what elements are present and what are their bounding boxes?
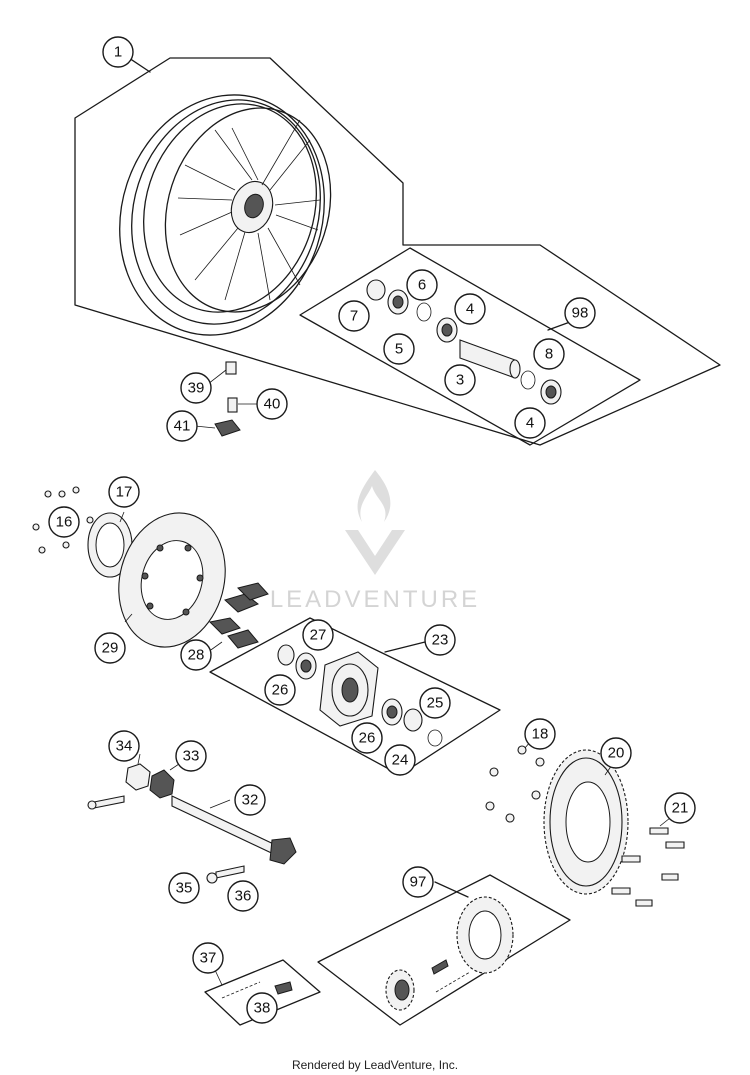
callout-39[interactable]: 39 [180,372,212,404]
callout-35[interactable]: 35 [168,872,200,904]
callout-40[interactable]: 40 [256,388,288,420]
svg-text:5: 5 [395,341,403,358]
callout-25[interactable]: 25 [419,687,451,719]
svg-text:34: 34 [116,738,133,755]
callout-98[interactable]: 98 [564,297,596,329]
svg-text:26: 26 [272,682,289,699]
hub-bearings [366,279,562,405]
bearing-group-outline [299,247,641,446]
svg-text:39: 39 [188,380,205,397]
svg-text:8: 8 [545,346,553,363]
callout-33[interactable]: 33 [175,740,207,772]
svg-text:40: 40 [264,396,281,413]
brake-disc [118,512,226,648]
callout-5[interactable]: 5 [383,333,415,365]
callout-36[interactable]: 36 [227,880,259,912]
callout-16[interactable]: 16 [48,506,80,538]
leader-line [547,321,571,331]
svg-text:21: 21 [672,800,689,817]
svg-text:35: 35 [176,880,193,897]
damper-rubbers [207,582,269,653]
chain-kit-group-outline [317,874,571,1026]
svg-text:26: 26 [359,730,376,747]
sprocket-carrier [277,644,443,747]
abs-sensor-ring [87,511,133,578]
svg-text:29: 29 [102,640,119,657]
svg-text:20: 20 [608,745,625,762]
svg-text:36: 36 [235,888,252,905]
callout-29[interactable]: 29 [94,632,126,664]
callout-8[interactable]: 8 [533,338,565,370]
callout-37[interactable]: 37 [192,942,224,974]
svg-text:25: 25 [427,695,444,712]
rear-wheel [119,94,332,336]
sprocket-carrier-group-outline [209,617,501,776]
svg-text:6: 6 [418,277,426,294]
leader-line [434,881,469,898]
callout-27[interactable]: 27 [302,619,334,651]
watermark-text: LEADVENTURE [270,586,480,613]
callout-18[interactable]: 18 [524,718,556,750]
svg-text:18: 18 [532,726,549,743]
chain-link-parts [214,969,293,999]
callout-28[interactable]: 28 [180,639,212,671]
svg-text:98: 98 [572,305,589,322]
svg-text:4: 4 [466,301,474,318]
svg-text:97: 97 [410,874,427,891]
chain-kit [385,896,514,1011]
callout-4-lower[interactable]: 4 [514,407,546,439]
callout-4[interactable]: 4 [454,293,486,325]
svg-text:32: 32 [242,792,259,809]
callout-3[interactable]: 3 [444,364,476,396]
footer-credit: Rendered by LeadVenture, Inc. [291,1058,459,1072]
brake-disc-screws [32,486,94,554]
svg-text:28: 28 [188,647,205,664]
callout-32[interactable]: 32 [234,784,266,816]
tire-valve-parts [194,361,258,437]
rear-sprocket [543,749,629,895]
callout-6[interactable]: 6 [406,269,438,301]
svg-text:41: 41 [174,418,191,435]
svg-text:23: 23 [432,632,449,649]
flame-logo-icon [357,470,391,522]
rear-axle-parts [87,753,297,884]
watermark: LEADVENTURE [270,470,480,613]
callout-41[interactable]: 41 [166,410,198,442]
svg-text:7: 7 [350,308,358,325]
chain-link-group-outline [204,959,321,1026]
svg-text:37: 37 [200,950,217,967]
svg-text:27: 27 [310,627,327,644]
callout-23[interactable]: 23 [424,624,456,656]
callout-7[interactable]: 7 [338,300,370,332]
svg-text:3: 3 [456,372,464,389]
svg-text:33: 33 [183,748,200,765]
svg-text:24: 24 [392,752,409,769]
callout-26-lower[interactable]: 26 [351,722,383,754]
callout-20[interactable]: 20 [600,737,632,769]
svg-text:4: 4 [526,415,534,432]
svg-text:38: 38 [254,1000,271,1017]
callout-34[interactable]: 34 [108,730,140,762]
callout-26[interactable]: 26 [264,674,296,706]
leader-line [384,641,426,653]
svg-text:16: 16 [56,514,73,531]
callout-38[interactable]: 38 [246,992,278,1024]
callout-24[interactable]: 24 [384,744,416,776]
sprocket-bolts [611,817,685,907]
callout-17[interactable]: 17 [108,476,140,508]
callout-1[interactable]: 1 [102,36,134,68]
callout-97[interactable]: 97 [402,866,434,898]
svg-text:17: 17 [116,484,133,501]
svg-text:1: 1 [114,44,122,61]
callout-21[interactable]: 21 [664,792,696,824]
wheel-group-outline [74,57,721,446]
sprocket-nuts [485,741,545,823]
v-logo-icon [345,530,405,575]
